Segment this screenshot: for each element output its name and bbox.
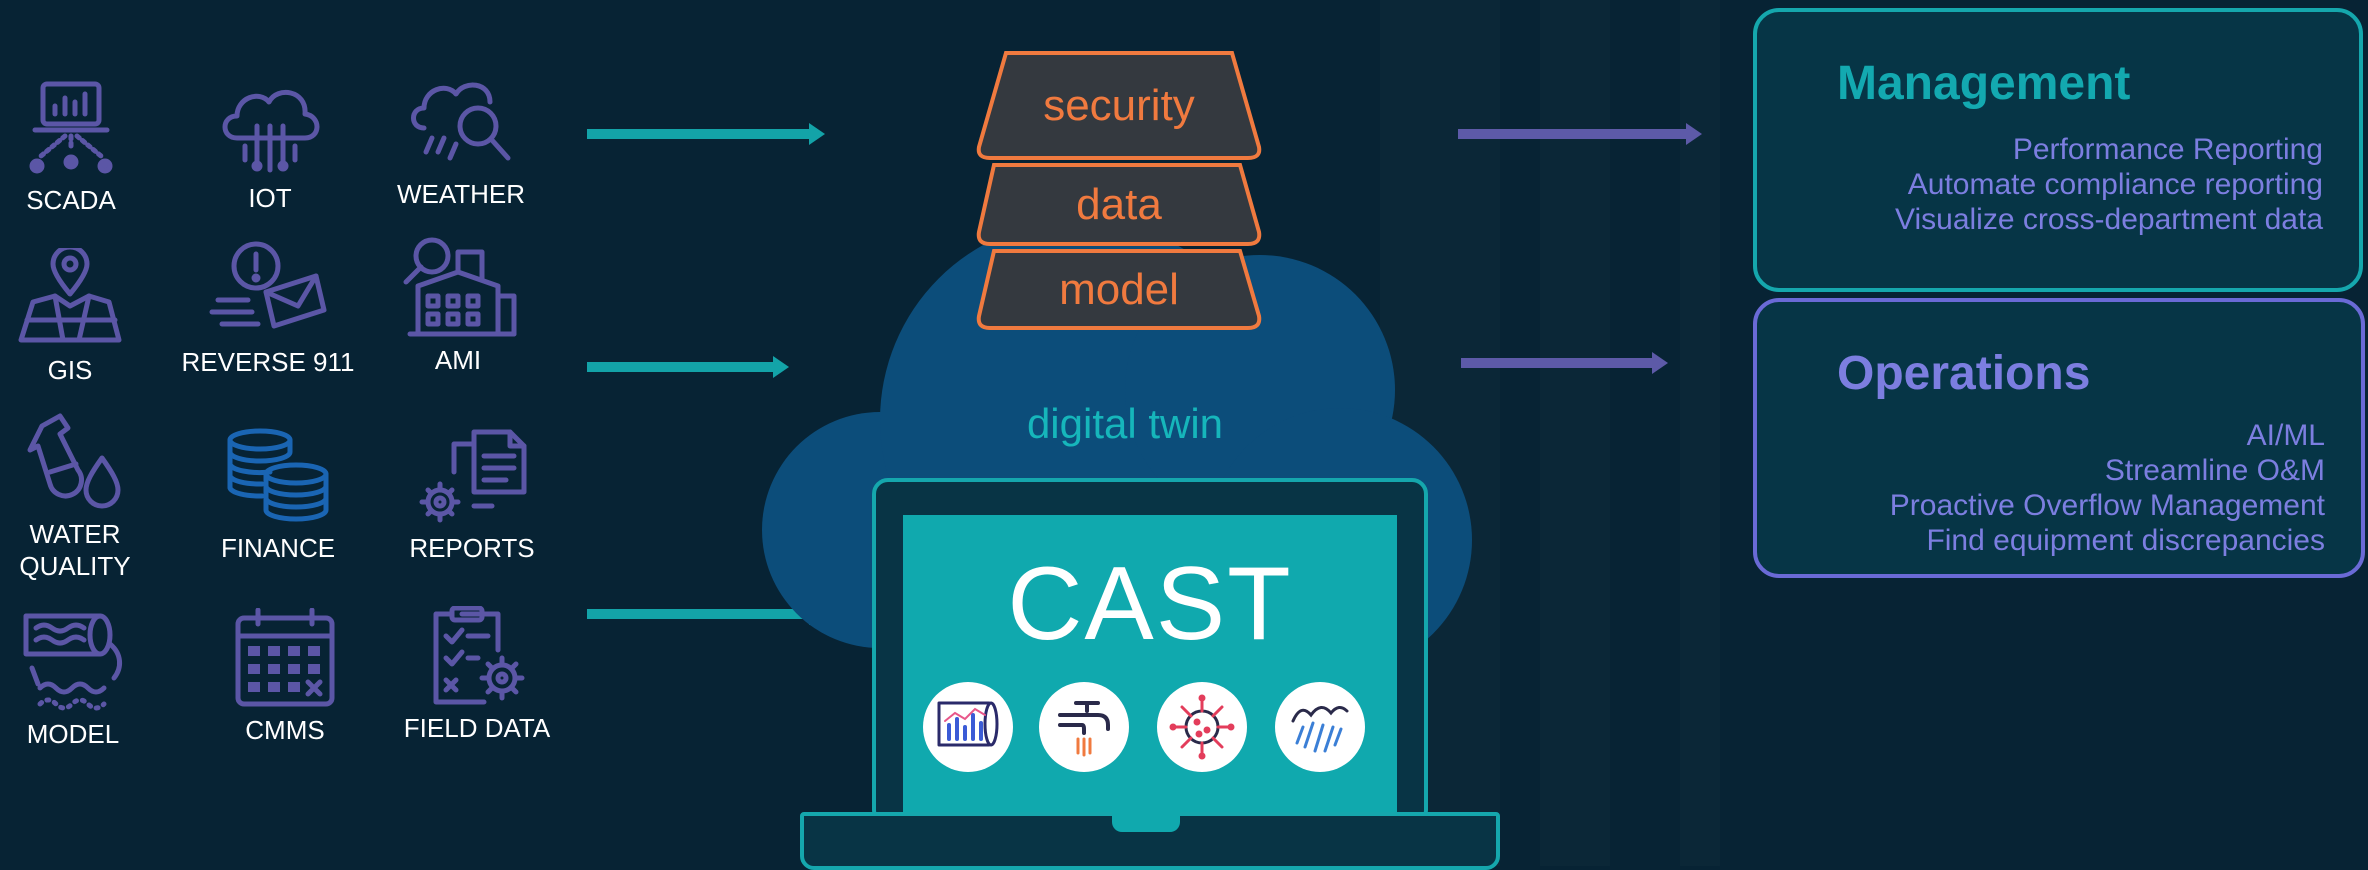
source-label: REPORTS <box>409 533 535 563</box>
operations-item: Find equipment discrepancies <box>1926 524 2325 557</box>
source-label: MODEL <box>26 719 120 749</box>
chart-app-icon <box>923 682 1013 772</box>
reverse-911-icon <box>209 241 327 329</box>
digital-twin-label: digital twin <box>1026 400 1224 447</box>
source-cmms: CMMS <box>195 608 375 746</box>
layer-label: security <box>1043 81 1195 130</box>
virus-app-icon <box>1157 682 1247 772</box>
source-field-data: FIELD DATA <box>387 606 567 744</box>
water-quality-icon <box>27 413 121 509</box>
source-label: FINANCE <box>220 533 336 563</box>
layer-security: security <box>976 50 1262 162</box>
operations-panel: Operations AI/ML Streamline O&M Proactiv… <box>1753 298 2365 578</box>
operations-item: Proactive Overflow Management <box>1889 489 2325 522</box>
management-panel: Management Performance Reporting Automat… <box>1753 8 2363 292</box>
model-pipe-icon <box>23 613 122 711</box>
operations-item: Streamline O&M <box>2104 454 2325 487</box>
source-ami: AMI <box>368 234 548 376</box>
operations-title: Operations <box>1837 347 2091 400</box>
field-data-icon <box>433 606 525 705</box>
source-label: FIELD DATA <box>403 713 551 743</box>
source-model: MODEL <box>0 608 163 750</box>
input-arrow <box>587 356 789 378</box>
rain-app-icon <box>1275 682 1365 772</box>
source-reverse-911: REVERSE 911 <box>178 240 358 378</box>
laptop-notch <box>1112 812 1180 832</box>
source-finance: FINANCE <box>188 426 368 564</box>
layer-model: model <box>976 248 1262 332</box>
iot-cloud-icon <box>222 90 320 173</box>
layer-label: data <box>1076 180 1162 229</box>
layer-data: data <box>976 162 1262 248</box>
scada-icon <box>29 81 113 174</box>
source-label: IOT <box>248 183 292 213</box>
weather-icon <box>411 82 511 161</box>
source-iot: IOT <box>180 76 360 214</box>
cmms-calendar-icon <box>235 608 335 707</box>
management-item: Automate compliance reporting <box>1907 168 2323 201</box>
management-item: Performance Reporting <box>2012 133 2323 166</box>
source-weather: WEATHER <box>371 72 551 210</box>
management-item: Visualize cross-department data <box>1895 203 2323 236</box>
ami-building-icon <box>403 237 517 337</box>
source-label: REVERSE 911 <box>181 347 355 377</box>
source-gis: GIS <box>0 248 160 386</box>
faucet-app-icon <box>1039 682 1129 772</box>
source-scada: SCADA <box>0 78 161 216</box>
input-arrow <box>587 123 825 145</box>
source-label: WEATHER <box>396 179 526 209</box>
operations-item: AI/ML <box>2246 419 2325 452</box>
gis-map-icon <box>18 248 122 343</box>
management-title: Management <box>1837 57 2131 110</box>
output-arrow <box>1458 123 1702 145</box>
source-label: CMMS <box>245 715 325 745</box>
reports-icon <box>419 429 527 523</box>
source-label: WATER QUALITY <box>19 519 131 581</box>
layer-label: model <box>1059 265 1179 314</box>
management-items: Performance Reporting Automate complianc… <box>1895 132 2323 237</box>
source-label: SCADA <box>26 185 116 215</box>
source-label: AMI <box>434 345 482 375</box>
cast-title: CAST <box>1007 546 1293 662</box>
source-label: GIS <box>47 355 93 385</box>
output-arrow <box>1461 352 1668 374</box>
source-reports: REPORTS <box>382 426 562 564</box>
source-water-quality: WATER QUALITY <box>0 412 165 582</box>
finance-coins-icon <box>227 428 329 522</box>
operations-items: AI/ML Streamline O&M Proactive Overflow … <box>1890 418 2325 558</box>
